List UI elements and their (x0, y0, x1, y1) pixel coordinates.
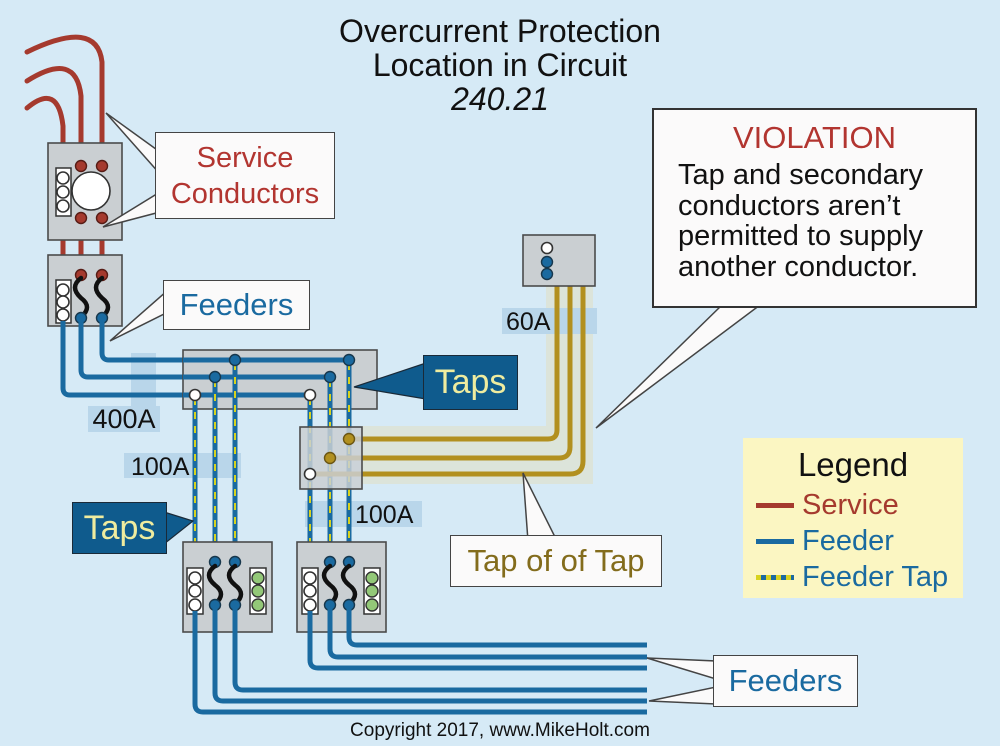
service-callout-line2: Conductors (170, 177, 320, 210)
service-conductors-callout: Service Conductors (155, 132, 335, 219)
subpanel-left (182, 541, 273, 633)
rating-60a: 60A (506, 308, 551, 336)
copyright-text: Copyright 2017, www.MikeHolt.com (350, 720, 650, 741)
violation-line: another conductor. (678, 250, 919, 283)
tap-of-tap-label: Tap of of Tap (467, 543, 645, 578)
label-strip-400a (88, 406, 160, 432)
feeders-bottom-callout-tail (648, 686, 717, 705)
breaker-symbol (321, 563, 339, 607)
service-wire (24, 95, 66, 175)
violation-text: Tap and secondary conductors aren’t perm… (678, 160, 975, 282)
label-strip-100a-left (124, 453, 241, 478)
rating-100a-left: 100A (131, 453, 190, 481)
violation-line: Tap and secondary (678, 159, 924, 191)
feeder-line-swatch (756, 539, 794, 544)
subpanel-right (296, 541, 387, 633)
feeder-tap-line-swatch (756, 575, 794, 580)
tap-busbar-terminals (188, 353, 356, 402)
legend-item-service: Service (756, 491, 963, 520)
rating-400a: 400A (92, 404, 156, 434)
diagram-title: Overcurrent Protection Location in Circu… (0, 14, 1000, 116)
breaker-symbol (206, 563, 224, 607)
breaker-symbol (340, 563, 358, 607)
label-strip-100a-right (305, 501, 422, 527)
legend-item-feeder-tap: Feeder Tap (756, 563, 963, 592)
feeder-wires (60, 321, 349, 398)
taps-left-callout: Taps (72, 502, 167, 554)
feeders-bottom-callout-tail (646, 657, 717, 681)
feeders-bottom-callout: Feeders (713, 655, 858, 707)
legend: Legend Service Feeder Feeder Tap (743, 438, 963, 598)
service-callout-line1: Service (196, 141, 294, 174)
breaker-symbol (72, 275, 90, 320)
taps-left-label: Taps (83, 508, 156, 547)
breaker-symbol (226, 563, 244, 607)
meter-box (47, 142, 123, 241)
violation-line: permitted to supply (678, 220, 924, 252)
upstream-junction-box (522, 234, 596, 287)
service-wire (24, 34, 105, 164)
code-section: 240.21 (451, 81, 549, 117)
breaker-symbol (93, 275, 111, 320)
legend-item-feeder: Feeder (756, 527, 963, 556)
feeders-top-callout: Feeders (163, 280, 310, 330)
title-line-2: Location in Circuit (372, 47, 628, 83)
legend-label-service: Service (802, 489, 899, 521)
service-wire (24, 66, 84, 164)
taps-right-label: Taps (434, 363, 507, 401)
legend-label-feeder-tap: Feeder Tap (802, 561, 949, 593)
taps-right-callout: Taps (423, 355, 518, 410)
tap-junction-box (299, 426, 363, 490)
legend-title: Legend (797, 446, 909, 483)
title-line-1: Overcurrent Protection (339, 13, 661, 49)
bottom-margin (0, 746, 1000, 750)
violation-title: VIOLATION (732, 120, 897, 155)
violation-callout-tail (595, 304, 763, 429)
feeders-bottom-label: Feeders (728, 663, 843, 698)
service-line-swatch (756, 503, 794, 508)
violation-line: conductors aren’t (678, 189, 901, 222)
feeders-top-label: Feeders (179, 287, 294, 322)
meter-dial (71, 171, 111, 211)
taps-left-callout-tail (163, 511, 195, 546)
violation-callout: VIOLATION Tap and secondary conductors a… (652, 108, 977, 308)
tap-of-tap-callout: Tap of of Tap (450, 535, 662, 587)
legend-label-feeder: Feeder (802, 525, 894, 557)
main-panel (47, 254, 123, 327)
branch-feeder-wires (192, 608, 647, 715)
rating-100a-right: 100A (355, 501, 414, 529)
